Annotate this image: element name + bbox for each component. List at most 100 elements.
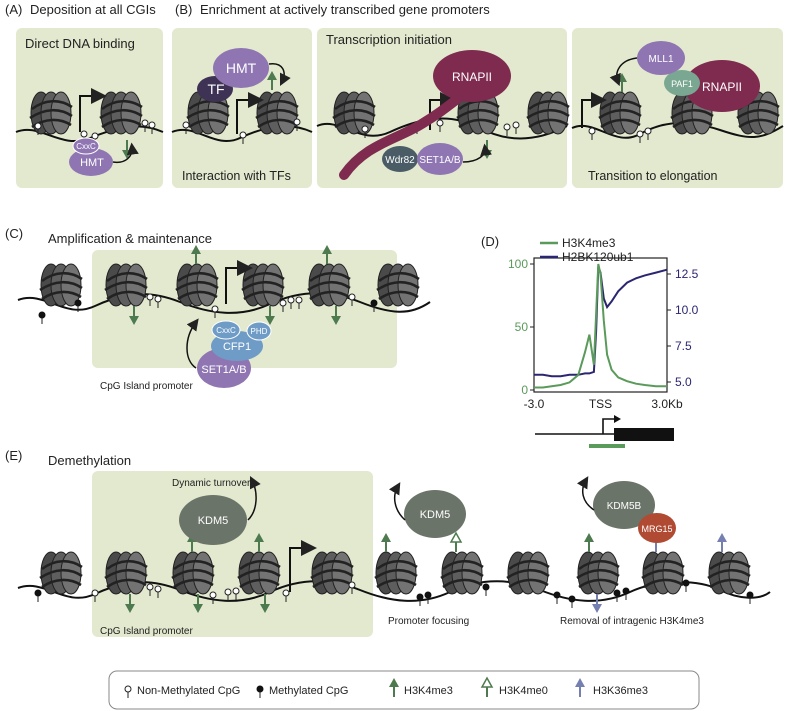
hmt-protein — [213, 48, 269, 88]
catalysis-arrow — [112, 142, 139, 164]
panel-c-caption: CpG Island promoter — [100, 381, 193, 392]
dna-strand — [17, 292, 431, 314]
nucleosome — [706, 550, 752, 596]
phd-label: PHD — [251, 327, 268, 336]
y-left-tick-label: 100 — [508, 257, 528, 271]
rnapii-label: RNAPII — [452, 70, 492, 84]
mrg15-label: MRG15 — [641, 524, 672, 534]
panel-c-title: Amplification & maintenance — [48, 231, 212, 246]
mll1-label: MLL1 — [648, 54, 673, 65]
x-tick-label: -3.0 — [524, 397, 545, 411]
legend-label: H3K4me3 — [404, 685, 453, 697]
legend-item-h3k36me3: H3K36me3 — [574, 677, 648, 698]
mrg15-protein — [638, 513, 676, 543]
hmt-protein — [69, 148, 113, 176]
set1ab-protein — [417, 143, 463, 175]
methylated-cpg — [568, 595, 576, 609]
set1ab-label: SET1A/B — [419, 155, 460, 166]
cxxc-label: CxxC — [76, 142, 96, 151]
nucleosome — [38, 262, 84, 308]
tss-arrow — [581, 92, 607, 128]
panel-c-label: (C) — [5, 226, 23, 241]
tf-label: TF — [207, 81, 224, 97]
panel-e-title: Demethylation — [48, 453, 131, 468]
rnapii-protein — [684, 60, 760, 112]
legend-label: Methylated CpG — [269, 685, 348, 697]
panel-b-title: Enrichment at actively transcribed gene … — [200, 2, 490, 17]
tss-arrow — [225, 260, 253, 304]
nucleosome — [525, 90, 571, 136]
h3k4me3-mark — [583, 532, 595, 553]
set1ab-label: SET1A/B — [201, 364, 246, 376]
kdm5-label: KDM5 — [420, 509, 451, 521]
panel-b-caption-elongation: Transition to elongation — [588, 169, 718, 183]
h3k36me3-mark — [716, 532, 728, 553]
catalysis-arrow — [268, 63, 291, 87]
phd-domain — [246, 321, 272, 341]
methylated-cpg — [682, 579, 690, 593]
legend-item-h3k4me0: H3K4me0 — [481, 677, 548, 698]
paf1-label: PAF1 — [671, 79, 693, 89]
panel-b: (B) Enrichment at actively transcribed g… — [171, 2, 784, 188]
kdm5b-protein — [593, 481, 655, 529]
tss-arrow — [289, 540, 317, 592]
rnapii-protein — [433, 50, 511, 102]
methylated-cpg — [38, 311, 46, 325]
kdm5-label: KDM5 — [198, 515, 229, 527]
nucleosome — [575, 550, 621, 596]
nucleosome — [640, 550, 686, 596]
panel-e: (E) Demethylation — [5, 448, 771, 637]
catalysis-arrow — [462, 143, 492, 163]
panel-b-box-tf — [172, 28, 312, 188]
series-line-h3k4me3 — [534, 263, 667, 389]
cxxc-domain — [211, 320, 241, 340]
panel-a: (A) Deposition at all CGIs Direct DNA bi… — [5, 2, 164, 188]
panel-a-label: (A) — [5, 2, 22, 17]
y-left-tick-label: 0 — [521, 383, 528, 397]
kdm5b-label: KDM5B — [607, 501, 642, 512]
nucleosome — [236, 550, 282, 596]
nucleosome — [331, 90, 377, 136]
nucleosome — [103, 262, 149, 308]
nucleosome — [375, 262, 421, 308]
demethylation-arrow — [247, 475, 261, 521]
cxxc-label: CxxC — [216, 326, 236, 335]
nucleosome — [240, 262, 286, 308]
legend-box — [108, 670, 700, 710]
legend-item-non-methylated-cpg: Non-Methylated CpG — [124, 685, 240, 699]
gene-tss-arrowhead — [614, 415, 621, 423]
y-right-tick-label: 7.5 — [675, 339, 692, 353]
promoter-focusing-label: Promoter focusing — [388, 616, 469, 627]
nucleosome — [38, 550, 84, 596]
panel-c: (C) Amplification & maintenance SET1A/B … — [5, 226, 431, 392]
demethylation-arrow — [388, 482, 406, 521]
nucleosome — [597, 90, 643, 136]
legend-label-h2bk120ub1: H2BK120ub1 — [562, 250, 634, 264]
legend-item-methylated-cpg: Methylated CpG — [256, 685, 348, 699]
nucleosome — [505, 550, 551, 596]
rnapii-label: RNAPII — [702, 80, 742, 94]
y-right-tick-label: 5.0 — [675, 375, 692, 389]
cxxc-domain — [72, 137, 100, 155]
y-right-tick-label: 10.0 — [675, 303, 699, 317]
methylated-cpg — [482, 583, 490, 597]
h3k4me0-mark — [450, 532, 462, 553]
legend: Non-Methylated CpG Methylated CpG H3K4me… — [108, 670, 700, 710]
panel-e-box — [92, 471, 373, 637]
demethylation-arrow — [576, 476, 595, 511]
gene-tss-arrow — [602, 418, 615, 434]
h3k4me3-mark — [380, 532, 392, 553]
hmt-label: HMT — [226, 60, 257, 76]
nucleosome — [174, 262, 220, 308]
x-tick-label: 3.0Kb — [651, 397, 683, 411]
y-left-tick-label: 50 — [515, 320, 529, 334]
tss-arrow — [236, 92, 264, 134]
kdm5-protein — [404, 490, 466, 538]
panel-e-caption: CpG Island promoter — [100, 626, 193, 637]
mll1-protein — [637, 41, 685, 75]
panel-b-caption-tf: Interaction with TFs — [182, 169, 291, 183]
legend-item-h3k4me3: H3K4me3 — [388, 677, 453, 698]
